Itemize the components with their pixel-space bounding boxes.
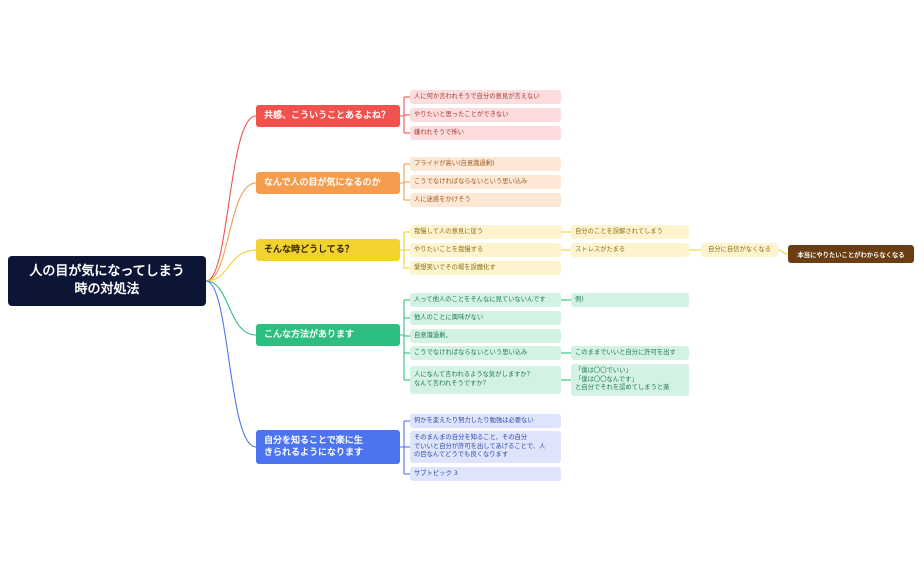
branch-trunk bbox=[400, 232, 405, 268]
root-link bbox=[205, 115, 257, 282]
topic-no-effort[interactable]: 何かを変えたり努力したり勉強は必要ない bbox=[410, 414, 561, 428]
topic-cant-do[interactable]: やりたいと思ったことができない bbox=[410, 108, 561, 122]
chain-link bbox=[777, 249, 789, 255]
root-link bbox=[205, 182, 257, 282]
root-link bbox=[205, 249, 257, 282]
topic-afraid-disliked[interactable]: 嫌われそうで怖い bbox=[410, 126, 561, 140]
topic-endure-wants[interactable]: やりたいことを我慢する bbox=[410, 243, 561, 257]
branch-empathy[interactable]: 共感、こういうことあるよね？ bbox=[256, 105, 400, 127]
root-link bbox=[205, 280, 257, 336]
branch-why[interactable]: なんで人の目が気になるのか bbox=[256, 172, 400, 194]
topic-allow-self[interactable]: このままでいいと自分に許可を出す bbox=[571, 346, 689, 360]
branch-trunk bbox=[400, 300, 405, 380]
topic-assumption[interactable]: こうでなければならないという思い込み bbox=[410, 175, 561, 189]
topic-follow-others[interactable]: 我慢して人の意見に従う bbox=[410, 225, 561, 239]
root-link bbox=[205, 280, 257, 448]
topic-bother-others[interactable]: 人に迷惑をかけそう bbox=[410, 193, 561, 207]
branch-trunk bbox=[400, 164, 405, 200]
branch-trunk bbox=[400, 97, 405, 133]
branch-methods[interactable]: こんな方法があります bbox=[256, 324, 400, 346]
topic-lost-true-wish[interactable]: 本当にやりたいことがわからなくなる bbox=[788, 245, 914, 263]
topic-example[interactable]: 例) bbox=[571, 293, 689, 307]
topic-misunderstood[interactable]: 自分のことを誤解されてしまう bbox=[571, 225, 689, 239]
topic-pride[interactable]: プライドが高い(自意識過剰) bbox=[410, 157, 561, 171]
topic-self-conscious[interactable]: 自意識過剰、 bbox=[410, 329, 561, 343]
topic-fake-smile[interactable]: 愛想笑いでその場を誤魔化す bbox=[410, 261, 561, 275]
topic-assumption-2[interactable]: こうでなければならないという思い込み bbox=[410, 346, 561, 360]
topic-know-as-is[interactable]: そのまんまの自分を知ること、その自分 でいいと自分が許可を出してあげることで、人… bbox=[410, 431, 561, 463]
topic-subtopic-3[interactable]: サブトピック 3 bbox=[410, 467, 561, 481]
topic-stress[interactable]: ストレスがたまる bbox=[571, 243, 689, 257]
topic-what-said[interactable]: 人になんて言われるような気がしますか？ なんて言われそうですか？ bbox=[410, 366, 561, 394]
branch-what-do[interactable]: そんな時どうしてる？ bbox=[256, 239, 400, 261]
root-topic[interactable]: 人の目が気になってしまう 時の対処法 bbox=[8, 256, 206, 306]
branch-trunk bbox=[400, 421, 405, 474]
branch-know-yourself[interactable]: 自分を知ることで楽に生 きられるようになります bbox=[256, 430, 400, 464]
topic-nobody-watching[interactable]: 人って他人のことをそんなに見ていないんです bbox=[410, 293, 561, 307]
topic-accept-self[interactable]: 「僕は〇〇でいい」 「僕は〇〇なんです」 と自分でそれを認めてしまうと楽 bbox=[571, 364, 689, 396]
topic-cant-speak[interactable]: 人に何か言われそうで自分の意見が言えない bbox=[410, 90, 561, 104]
topic-no-interest[interactable]: 他人のことに興味がない bbox=[410, 311, 561, 325]
topic-lose-confidence[interactable]: 自分に自信がなくなる bbox=[701, 243, 778, 257]
